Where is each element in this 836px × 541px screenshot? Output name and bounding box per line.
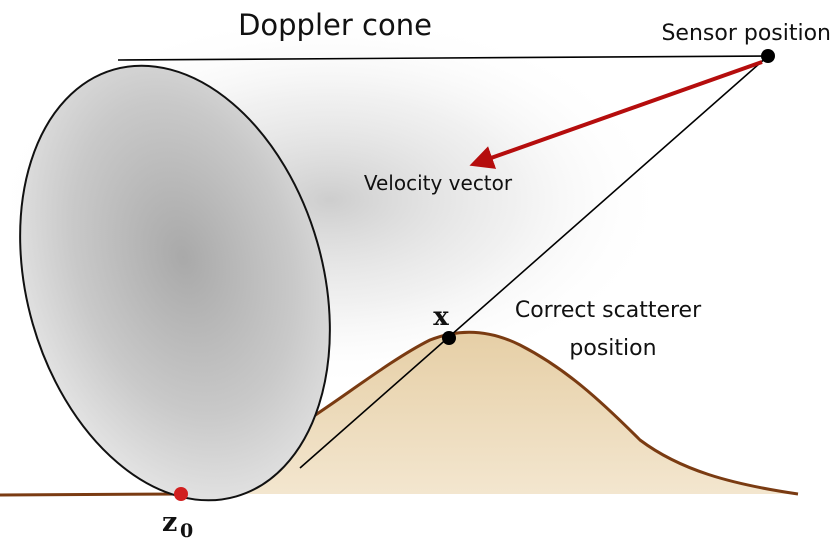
terrain-fill bbox=[180, 332, 798, 494]
velocity-vector-arrow bbox=[469, 60, 763, 169]
scatterer-point-x bbox=[442, 331, 456, 345]
z0-point bbox=[174, 487, 188, 501]
correct-scatterer-label-line2: position bbox=[569, 336, 656, 361]
velocity-vector-label: Velocity vector bbox=[364, 171, 513, 195]
doppler-cone-ellipse bbox=[19, 64, 331, 502]
correct-scatterer-label-line1: Correct scatterer bbox=[515, 298, 702, 323]
point-x-label: x bbox=[433, 302, 449, 332]
sensor-point bbox=[761, 49, 775, 63]
cone-top-line bbox=[117, 55, 769, 61]
doppler-cone-label: Doppler cone bbox=[238, 8, 432, 42]
point-z0-subscript: 0 bbox=[180, 520, 193, 541]
sensor-position-label: Sensor position bbox=[661, 21, 831, 46]
cone-bottom-line bbox=[299, 55, 769, 469]
point-z0-label: z bbox=[162, 507, 177, 538]
